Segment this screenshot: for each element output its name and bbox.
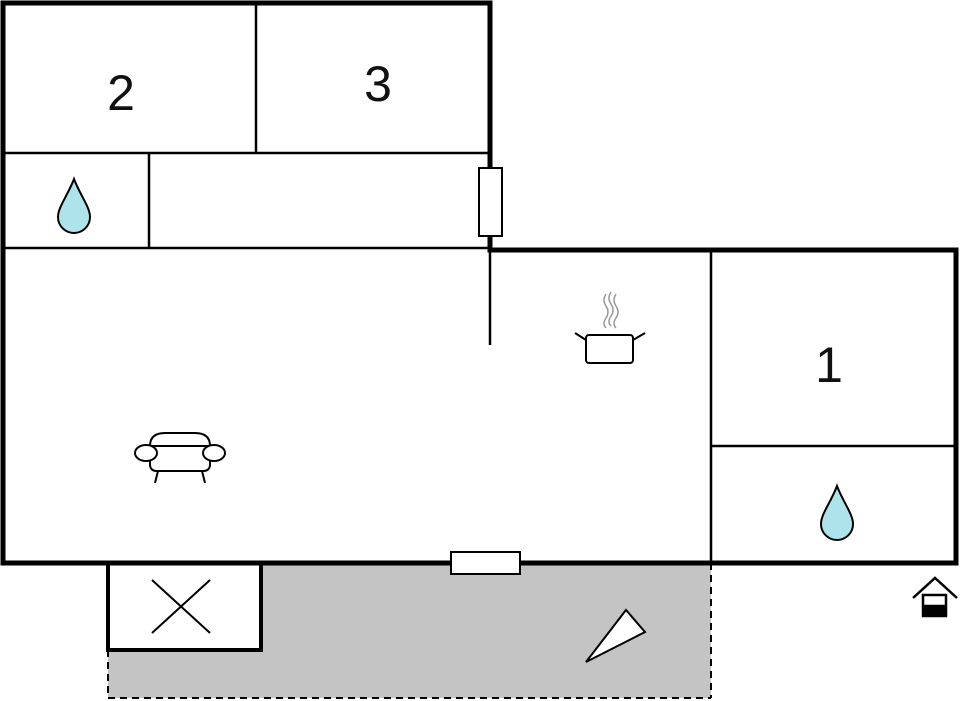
interior-walls xyxy=(3,3,956,563)
water-drop-icon xyxy=(819,483,855,541)
shade-sail-icon xyxy=(585,608,647,663)
room-label-3: 3 xyxy=(364,56,392,112)
cross-mark-icon xyxy=(151,579,211,634)
storage-room xyxy=(106,561,263,652)
window-bottom xyxy=(450,551,521,575)
window-right xyxy=(478,167,503,237)
room-label-2: 2 xyxy=(107,65,135,121)
cooking-pot-icon xyxy=(574,291,646,364)
entrance-icon xyxy=(912,576,958,618)
sofa-icon xyxy=(134,432,226,484)
outer-wall xyxy=(0,0,959,566)
water-drop-icon xyxy=(56,176,92,234)
room-label-1: 1 xyxy=(815,337,843,393)
